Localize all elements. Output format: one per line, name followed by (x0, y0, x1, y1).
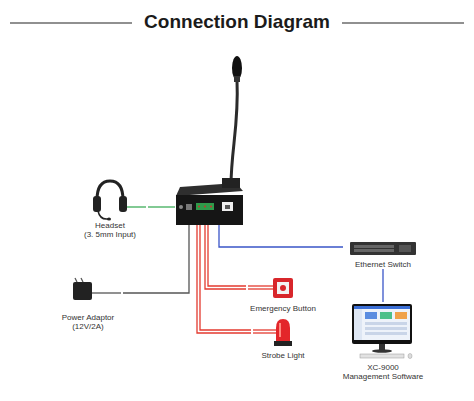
headset-icon-part (93, 196, 101, 212)
strobe-light-icon-part (253, 332, 276, 333)
cable-line (219, 225, 343, 247)
emergency-button-icon-part (277, 282, 289, 294)
gooseneck-microphone-part (234, 76, 240, 82)
device-label: XC-9000 (336, 363, 430, 372)
strobe-light-icon-part (279, 323, 281, 337)
icon-space (72, 178, 148, 221)
computer-icon-part (360, 354, 404, 358)
computer-icon-part (354, 306, 410, 309)
strobe-light-icon-part (253, 329, 276, 330)
paging-console-part (196, 203, 214, 210)
cable-connector (197, 225, 251, 333)
paging-console-part (222, 178, 240, 188)
gooseneck-microphone (231, 56, 242, 186)
cable-line (148, 206, 175, 207)
power-adaptor-icon-part (73, 282, 92, 300)
ethernet-switch-icon-part (354, 245, 394, 248)
computer-icon-part (354, 309, 362, 340)
computer-icon-part (372, 349, 392, 353)
ethernet-switch-node: Ethernet Switch (343, 240, 423, 269)
title-rule-part (342, 22, 464, 23)
icon-space (336, 302, 430, 363)
icon-space (53, 276, 123, 313)
paging-console-part (179, 205, 183, 209)
computer-icon-part (380, 312, 392, 319)
computer-icon-part (365, 322, 407, 325)
device-label: Management Software (336, 372, 430, 381)
diagram-title: Connection Diagram (140, 11, 334, 32)
cable-connector (148, 207, 175, 208)
device-label: Ethernet Switch (343, 260, 423, 269)
strobe-light-icon-part (274, 341, 292, 346)
headset-node: Headset(3. 5mm Input) (72, 178, 148, 239)
emergency-button-icon-part (248, 285, 273, 286)
computer-icon-part (354, 306, 410, 340)
paging-console-part (176, 195, 243, 225)
ethernet-switch-icon-part (350, 242, 416, 255)
paging-console-part (186, 204, 192, 210)
computer-icon-part (395, 312, 407, 319)
emergency-button-icon-part (248, 288, 273, 289)
icon-space (343, 240, 423, 260)
headset-icon-part (98, 211, 108, 219)
device-label: (3. 5mm Input) (72, 230, 148, 239)
title-wrap: Connection Diagram (0, 11, 474, 33)
cable-connector (205, 225, 246, 289)
cable-line (205, 225, 246, 289)
title-rule-part (10, 22, 132, 23)
cable-line (208, 225, 246, 286)
paging-console-part (225, 205, 230, 209)
cable-line (197, 225, 251, 333)
emergency-button-node: Emergency Button (246, 276, 320, 313)
computer-icon-part (365, 312, 377, 319)
icon-space (251, 317, 315, 351)
headset-icon-part (119, 196, 127, 212)
icon-space (246, 276, 320, 304)
gooseneck-microphone-part (231, 80, 237, 186)
device-label: Emergency Button (246, 304, 320, 313)
computer-icon-part (352, 304, 412, 344)
emergency-button-icon-part (280, 285, 286, 291)
headset-icon-part (107, 218, 111, 221)
power-adaptor-icon-part (81, 278, 83, 282)
strobe-light-node: Strobe Light (251, 317, 315, 360)
device-label: Headset (72, 221, 148, 230)
cable-line (200, 225, 251, 330)
computer-icon (352, 304, 412, 359)
power-adaptor-icon-part (92, 292, 121, 293)
paging-console-part (222, 202, 233, 211)
paging-console (176, 178, 243, 225)
cable-connector (219, 225, 343, 247)
cable-line (382, 269, 383, 302)
paging-console-part (204, 206, 206, 208)
headset-icon-part (97, 181, 123, 200)
ethernet-switch-icon-part (354, 249, 394, 252)
icon-space (175, 55, 243, 225)
power-adaptor-node: Power Adaptor (12V/2A) (53, 276, 123, 331)
paging-console-node (175, 55, 243, 225)
ethernet-switch-icon-part (399, 245, 411, 252)
paging-console-part (210, 206, 212, 208)
emergency-button-icon-part (273, 278, 293, 298)
strobe-light-icon-part (276, 319, 290, 341)
power-adaptor-icon-part (75, 278, 77, 282)
paging-console-part (198, 206, 200, 208)
computer-icon-part (379, 344, 385, 350)
computer-icon-part (365, 327, 407, 330)
computer-icon-part (365, 332, 407, 335)
computer-icon-part (408, 354, 412, 359)
emergency-button-icon (248, 278, 293, 298)
computer-node: XC-9000Management Software (336, 302, 430, 381)
headset-icon (93, 181, 146, 221)
cable-connector (383, 269, 384, 302)
device-label: Strobe Light (251, 351, 315, 360)
headset-icon-part (127, 206, 146, 207)
strobe-light-icon (253, 319, 292, 346)
device-label: Power Adaptor (12V/2A) (53, 313, 123, 331)
power-adaptor-icon (73, 278, 121, 300)
ethernet-switch-icon (350, 242, 416, 255)
